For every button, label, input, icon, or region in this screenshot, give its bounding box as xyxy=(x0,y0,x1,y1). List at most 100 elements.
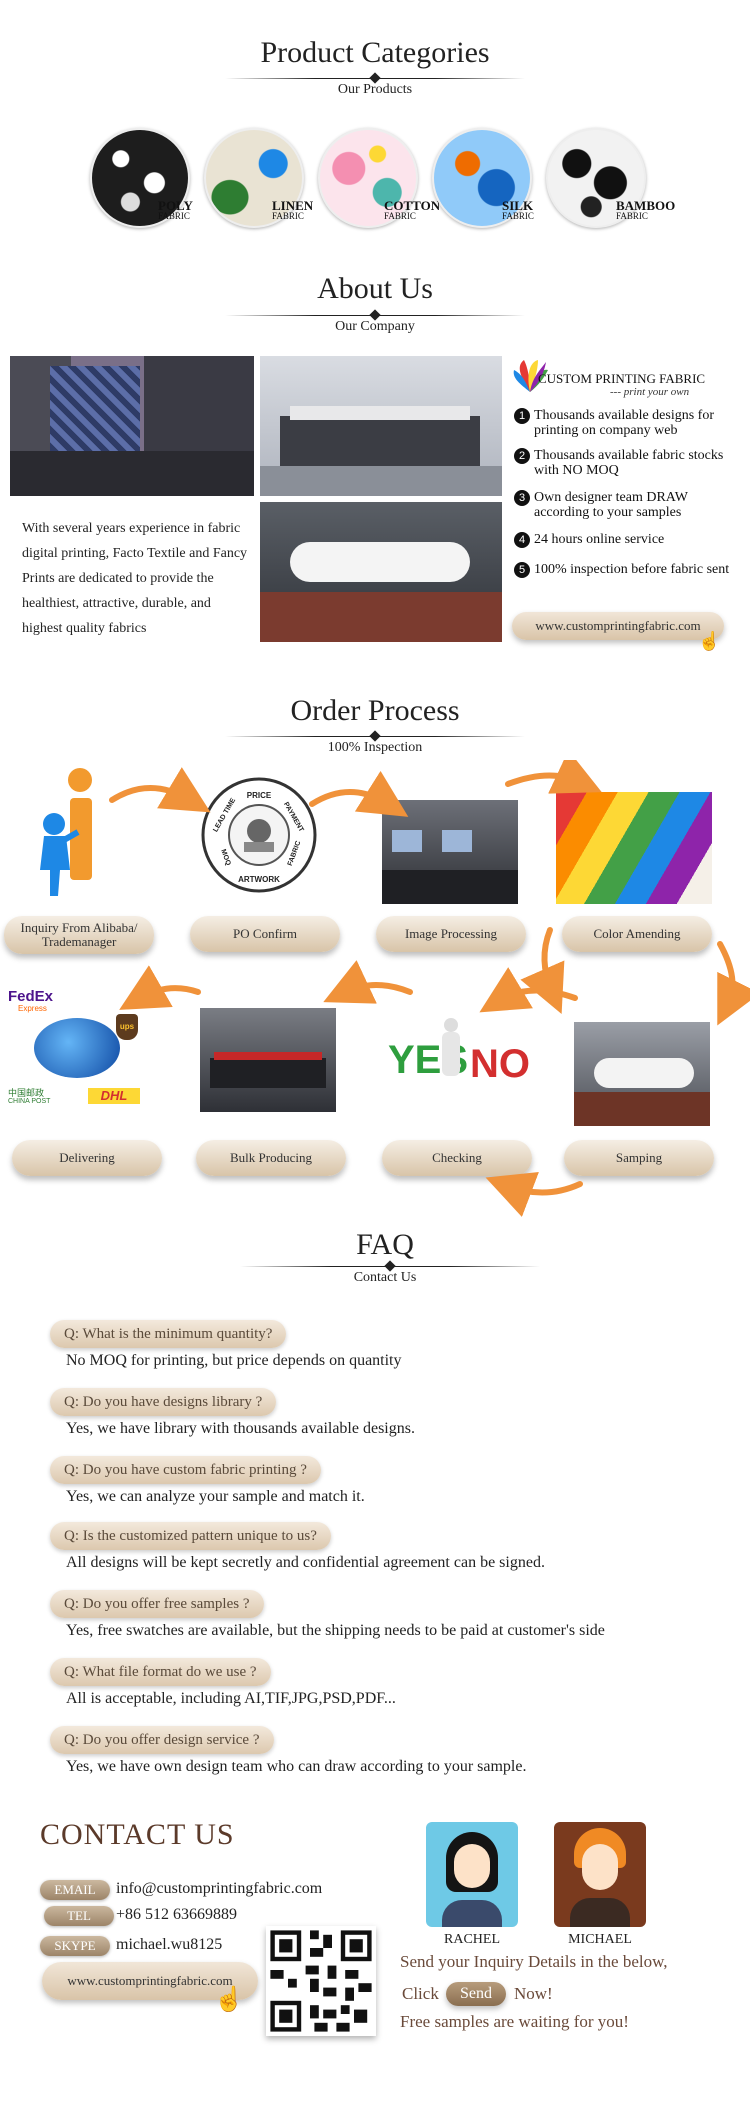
faq-question-7[interactable]: Q: Do you offer design service ? xyxy=(50,1726,274,1754)
contact-website-button[interactable]: www.customprintingfabric.com xyxy=(42,1962,258,2000)
email-tag: EMAIL xyxy=(40,1880,110,1900)
checking-yes-no-icon: YES NO xyxy=(384,1008,530,1118)
arrow-color-down xyxy=(520,927,565,1014)
po-confirm-wheel-icon: PRICE PAYMENT FABRIC ARTWORK MOQ LEAD TI… xyxy=(201,777,317,893)
faq-answer-1: No MOQ for printing, but price depends o… xyxy=(66,1352,402,1369)
agent-name-rachel: RACHEL xyxy=(444,1932,500,1947)
tel-value[interactable]: +86 512 63669889 xyxy=(116,1906,238,1923)
faq-subtitle: Contact Us xyxy=(353,1270,417,1285)
avatar-michael[interactable] xyxy=(554,1822,646,1927)
click-label: Click xyxy=(402,1984,439,2003)
skype-value[interactable]: michael.wu8125 xyxy=(116,1936,223,1953)
agent-name-michael: MICHAEL xyxy=(568,1932,632,1947)
bulk-producing-photo xyxy=(200,1008,336,1112)
china-post-logo: 中国邮政 xyxy=(8,1089,45,1099)
step-samping[interactable]: Samping xyxy=(564,1140,714,1176)
about-title: About Us xyxy=(317,272,433,305)
tel-tag: TEL xyxy=(44,1906,114,1926)
delivering-logos: FedEx Express ups 中国邮政 CHINA POST DHL xyxy=(4,988,144,1120)
arrow-bottom-loop xyxy=(485,1172,583,1217)
color-amending-photo xyxy=(556,792,712,904)
faq-question-1[interactable]: Q: What is the minimum quantity? xyxy=(50,1320,287,1348)
step-po-confirm[interactable]: PO Confirm xyxy=(190,916,340,952)
faq-question-6[interactable]: Q: What file format do we use ? xyxy=(50,1658,271,1686)
dhl-logo: DHL xyxy=(88,1088,140,1104)
arrow-image-to-color xyxy=(505,760,602,794)
categories-title: Product Categories xyxy=(260,36,490,69)
faq-question-5[interactable]: Q: Do you offer free samples ? xyxy=(50,1590,264,1618)
ups-logo: ups xyxy=(116,1014,138,1040)
category-poly-image[interactable] xyxy=(90,128,190,228)
category-bamboo-image[interactable] xyxy=(546,128,646,228)
po-word-price: PRICE xyxy=(247,791,272,800)
process-subtitle: 100% Inspection xyxy=(327,740,423,755)
avatar-rachel[interactable] xyxy=(426,1822,518,1927)
about-description: With several years experience in fabric … xyxy=(22,521,248,636)
now-label: Now! xyxy=(514,1984,553,2003)
email-value[interactable]: info@customprintingfabric.com xyxy=(116,1880,323,1897)
faq-answer-7: Yes, we have own design team who can dra… xyxy=(66,1758,527,1775)
process-title: Order Process xyxy=(290,694,460,727)
faq-answer-3: Yes, we can analyze your sample and matc… xyxy=(66,1488,365,1505)
about-website-button[interactable]: www.customprintingfabric.com xyxy=(512,612,724,640)
step-color-amending[interactable]: Color Amending xyxy=(562,916,712,952)
faq-question-3[interactable]: Q: Do you have custom fabric printing ? xyxy=(50,1456,321,1484)
fedex-express-logo: Express xyxy=(18,1004,47,1013)
faq-answer-5: Yes, free swatches are available, but th… xyxy=(66,1622,605,1639)
arrow-po-to-image xyxy=(309,770,409,817)
step-delivering[interactable]: Delivering xyxy=(12,1140,162,1176)
brand-logo: CUSTOM PRINTING FABRIC --- print your ow… xyxy=(510,356,740,398)
free-samples-line: Free samples are waiting for you! xyxy=(400,2012,629,2031)
factory-photo-3 xyxy=(260,502,502,642)
step-checking[interactable]: Checking xyxy=(382,1140,532,1176)
category-linen-image[interactable] xyxy=(204,128,304,228)
arrow-color-to-samping-right xyxy=(717,941,750,1026)
faq-answer-4: All designs will be kept secretly and co… xyxy=(66,1554,545,1571)
hand-cursor-icon: ☝ xyxy=(698,631,721,651)
step-inquiry[interactable]: Inquiry From Alibaba/ Trademanager xyxy=(4,916,154,954)
faq-answer-6: All is acceptable, including AI,TIF,JPG,… xyxy=(66,1690,396,1707)
factory-photo-1 xyxy=(10,356,254,496)
sampling-photo xyxy=(574,1022,710,1126)
arrow-checking-to-bulk xyxy=(323,960,413,1004)
process-arrows xyxy=(109,760,750,1217)
about-subtitle: Our Company xyxy=(335,319,415,334)
faq-question-4[interactable]: Q: Is the customized pattern unique to u… xyxy=(50,1522,331,1550)
arrow-inquiry-to-po xyxy=(109,767,211,813)
arrow-bulk-to-delivering xyxy=(119,965,201,1010)
arrow-samping-to-checking xyxy=(479,967,578,1013)
contact-title: CONTACT US xyxy=(40,1818,235,1851)
faq-answer-2: Yes, we have library with thousands avai… xyxy=(66,1420,415,1437)
factory-photo-2 xyxy=(260,356,502,496)
brand-logo-icon xyxy=(513,360,548,392)
categories-subtitle: Our Products xyxy=(337,82,413,97)
china-post-en-logo: CHINA POST xyxy=(8,1098,51,1105)
image-processing-photo xyxy=(382,800,518,904)
brand-logo-tagline: --- print your own xyxy=(610,386,690,398)
category-cotton-image[interactable] xyxy=(318,128,418,228)
faq-title: FAQ xyxy=(356,1228,414,1261)
po-word-artwork: ARTWORK xyxy=(238,875,280,884)
faq-question-2[interactable]: Q: Do you have designs library ? xyxy=(50,1388,277,1416)
inquiry-info-icon xyxy=(40,768,92,896)
send-button[interactable]: Send xyxy=(446,1982,506,2006)
fedex-logo: FedEx xyxy=(8,988,54,1005)
send-instruction-line: Send your Inquiry Details in the below, xyxy=(400,1952,668,1971)
step-image-processing[interactable]: Image Processing xyxy=(376,916,526,952)
skype-tag: SKYPE xyxy=(40,1936,110,1956)
contact-hand-cursor-icon: ☝ xyxy=(214,1987,244,2013)
brand-logo-main: CUSTOM PRINTING FABRIC xyxy=(538,371,706,386)
step-bulk-producing[interactable]: Bulk Producing xyxy=(196,1140,346,1176)
category-silk-image[interactable] xyxy=(432,128,532,228)
qr-code-icon[interactable] xyxy=(266,1926,376,2036)
